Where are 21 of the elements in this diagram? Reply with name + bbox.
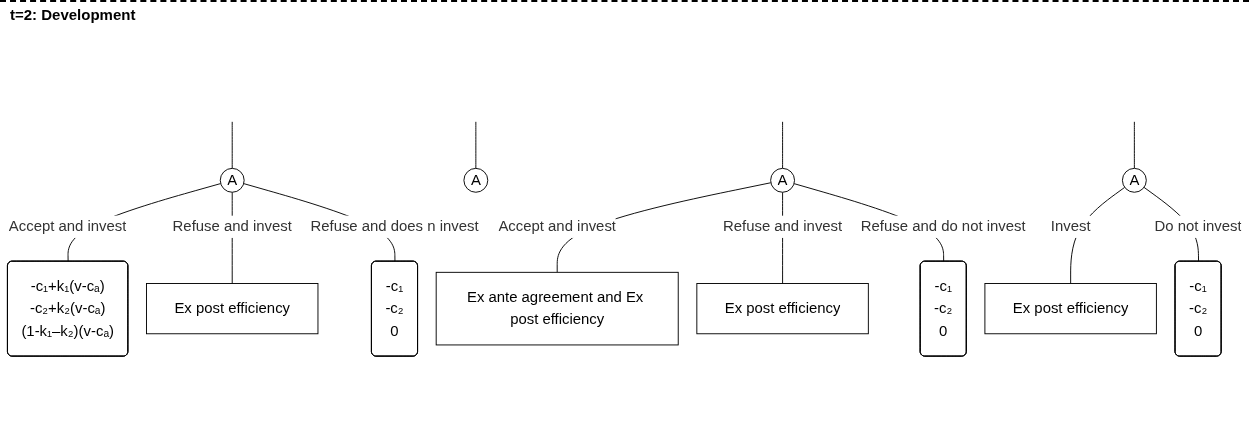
node-circle: A bbox=[219, 167, 245, 193]
node-box: Ex post efficiency bbox=[984, 283, 1157, 335]
node-circle: A bbox=[770, 167, 795, 193]
connector bbox=[782, 121, 784, 169]
edge-label: Accept and invest bbox=[498, 218, 616, 235]
node-box: Ex ante agreement and Ex post efficiency bbox=[435, 271, 679, 346]
edge-label: Do not invest bbox=[1154, 218, 1242, 235]
edge-label: Refuse and does n invest bbox=[310, 218, 479, 235]
stage-label: t=2: Development bbox=[10, 6, 136, 23]
connector bbox=[231, 121, 233, 169]
node-circle: A bbox=[463, 167, 489, 193]
node-box: Ex post efficiency bbox=[146, 283, 319, 335]
edge-label: Refuse and invest bbox=[172, 218, 292, 235]
connector bbox=[475, 121, 477, 169]
node-circle: A bbox=[1121, 167, 1147, 193]
edge-label: Refuse and invest bbox=[722, 218, 843, 235]
edge-label: Invest bbox=[1050, 218, 1091, 235]
edge-label: Refuse and do not invest bbox=[860, 218, 1026, 235]
node-box: Ex post efficiency bbox=[696, 283, 869, 335]
edge-label: Accept and invest bbox=[8, 218, 127, 235]
connector bbox=[1133, 121, 1135, 169]
